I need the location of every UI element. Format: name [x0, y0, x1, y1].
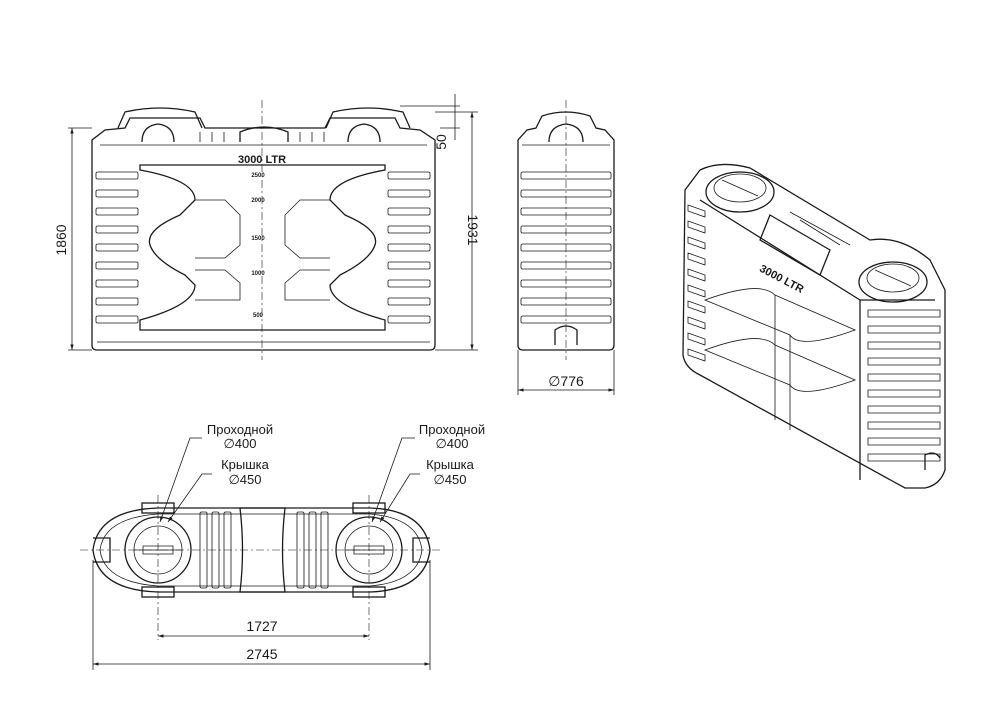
isometric-view: 3000 LTR	[682, 163, 946, 489]
iso-rib-left	[687, 300, 706, 314]
front-rib-left	[95, 243, 139, 252]
height-dimension: 1860	[53, 224, 69, 255]
scale-mark-2000: 2000	[251, 198, 265, 204]
lid-height-dimension: 50	[433, 134, 449, 150]
right-manhole-label: Проходной	[419, 422, 485, 437]
front-rib-left	[95, 207, 139, 216]
right-lid-size: ∅450	[433, 472, 466, 487]
front-rib-right	[387, 315, 431, 324]
front-rib-left	[95, 261, 139, 270]
front-rib-right	[387, 207, 431, 216]
scale-mark-2500: 2500	[251, 173, 265, 179]
front-rib-right	[387, 189, 431, 198]
iso-rib-right	[867, 357, 941, 366]
iso-capacity-label: 3000 LTR	[757, 263, 805, 296]
side-width-dimension: ∅776	[548, 373, 584, 389]
scale-mark-1000: 1000	[251, 271, 265, 277]
iso-rib-left	[687, 284, 706, 298]
front-rib-right	[387, 261, 431, 270]
total-height-dimension: 1931	[465, 214, 481, 245]
front-rib-left	[95, 171, 139, 180]
iso-rib-right	[867, 421, 941, 430]
iso-rib-left	[687, 236, 706, 250]
iso-rib-left	[687, 332, 706, 346]
front-capacity-label: 3000 LTR	[238, 154, 286, 166]
front-rib-right	[387, 279, 431, 288]
front-rib-right	[387, 225, 431, 234]
front-view: 3000 LTR 2500 2000 1500 1000 500 1860 19…	[53, 94, 481, 360]
front-rib-right	[387, 297, 431, 306]
scale-mark-500: 500	[253, 313, 264, 319]
length-dimension: 2745	[246, 646, 277, 662]
left-lid-size: ∅450	[228, 472, 261, 487]
front-rib-right	[387, 171, 431, 180]
iso-rib-right	[867, 437, 941, 446]
right-lid-label: Крышка	[426, 457, 475, 472]
left-manhole-size: ∅400	[223, 436, 256, 451]
iso-rib-right	[867, 373, 941, 382]
front-rib-left	[95, 189, 139, 198]
scale-mark-1500: 1500	[251, 236, 265, 242]
left-manhole-label: Проходной	[207, 422, 273, 437]
iso-rib-left	[687, 220, 706, 234]
iso-rib-right	[867, 325, 941, 334]
iso-rib-left	[687, 252, 706, 266]
front-rib-left	[95, 225, 139, 234]
top-view: Проходной ∅400 Крышка ∅450 Проходной ∅40…	[80, 422, 485, 670]
iso-rib-right	[867, 389, 941, 398]
iso-rib-right	[867, 405, 941, 414]
right-manhole-size: ∅400	[435, 436, 468, 451]
iso-rib-right	[867, 453, 941, 462]
front-rib-right	[387, 243, 431, 252]
front-rib-left	[95, 297, 139, 306]
iso-rib-left	[687, 316, 706, 330]
manhole-spacing-dimension: 1727	[246, 618, 277, 634]
iso-rib-right	[867, 309, 941, 318]
left-lid-label: Крышка	[221, 457, 270, 472]
side-view: ∅776	[517, 100, 615, 395]
iso-rib-left	[687, 268, 706, 282]
iso-rib-left	[687, 204, 706, 218]
iso-rib-right	[867, 341, 941, 350]
front-rib-left	[95, 279, 139, 288]
iso-rib-left	[687, 348, 706, 362]
front-rib-left	[95, 315, 139, 324]
